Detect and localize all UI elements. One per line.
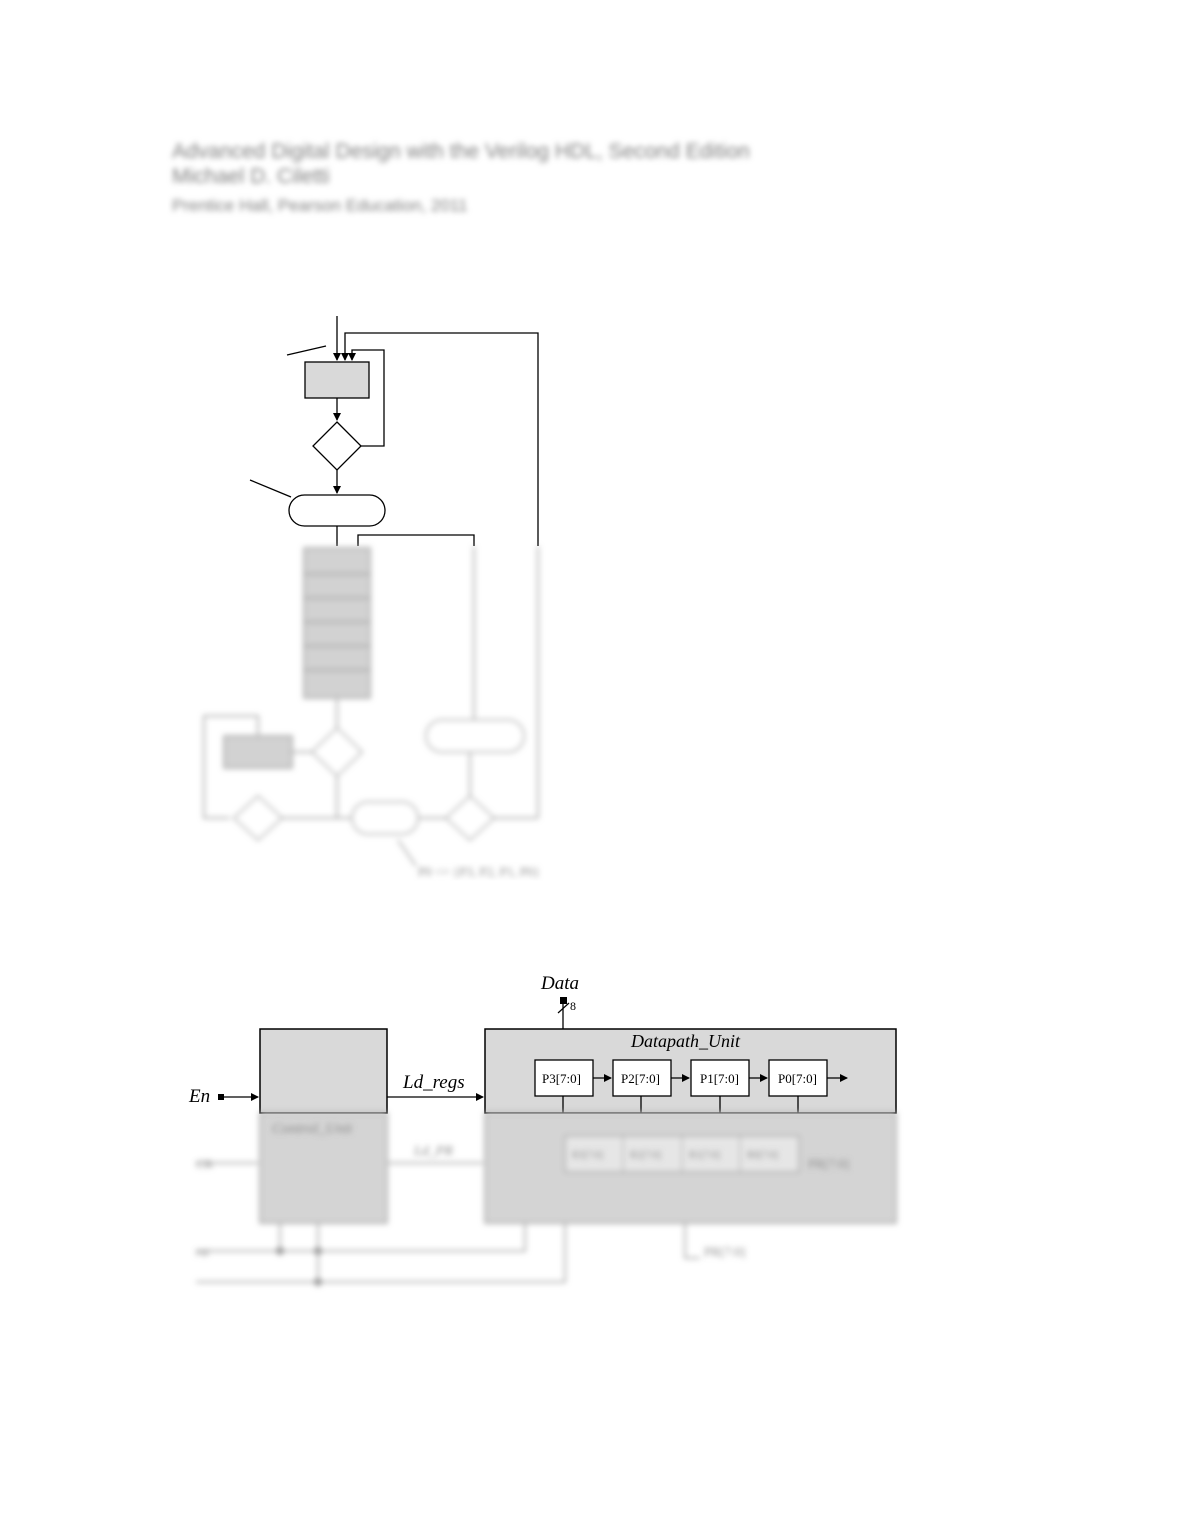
leader-line-mid — [249, 479, 292, 498]
output-oval-bottom — [351, 801, 419, 835]
clk-label: Clk — [196, 1157, 213, 1171]
en-input-port — [218, 1094, 224, 1100]
output-line — [684, 1223, 700, 1259]
bus-width-label: 8 — [570, 999, 576, 1013]
pr-bit-r1: R1[7:0] — [689, 1150, 720, 1161]
register-p2-label: P2[7:0] — [621, 1071, 660, 1086]
datapath-unit-label: Datapath_Unit — [630, 1031, 741, 1051]
leader-line-top — [286, 345, 327, 356]
register-p3-label: P3[7:0] — [542, 1071, 581, 1086]
register-p1-label: P1[7:0] — [700, 1071, 739, 1086]
register-row: P3[7:0] P2[7:0] P1[7:0] P0[7:0] — [534, 1059, 848, 1113]
control-unit-box — [259, 1028, 388, 1114]
pr-bit-r0: R0[7:0] — [747, 1150, 778, 1161]
feedback-inner-line — [348, 349, 385, 447]
state-stack — [303, 547, 371, 699]
flowchart-lower-blurred — [203, 546, 539, 867]
block-diagram-lower-labels: Control_Unit Ld_PR Clk rst R3[7:0] R2[7:… — [196, 1121, 849, 1259]
pr-bit-r3: R3[7:0] — [572, 1150, 603, 1161]
decision-diamond-3 — [232, 794, 284, 842]
data-input-port — [560, 997, 567, 1004]
state-box-idle — [304, 361, 370, 399]
output-oval-right — [425, 719, 525, 753]
bus-width-slash — [557, 1002, 570, 1014]
rst-line-a — [196, 1223, 526, 1252]
feedback-outer-line — [341, 332, 539, 546]
register-p3 — [534, 1059, 594, 1097]
output-label: PR[7:0] — [704, 1244, 745, 1259]
ld-regs-label: Ld_regs — [402, 1072, 465, 1093]
ld-pr-label: Ld_PR — [413, 1144, 453, 1159]
book-publisher: Prentice Hall, Pearson Education, 2011 — [172, 196, 468, 215]
en-label: En — [188, 1086, 210, 1107]
decision-diamond — [312, 421, 362, 471]
conditional-output-oval — [288, 494, 386, 527]
block-diagram-lower-blurred — [196, 1112, 897, 1286]
rst-line-b — [196, 1223, 566, 1283]
control-unit-label: Control_Unit — [272, 1121, 353, 1137]
flowchart — [249, 316, 539, 546]
pr-out-label: PR[7:0] — [808, 1156, 849, 1171]
pr-bit-r2: R2[7:0] — [630, 1150, 661, 1161]
book-title: Advanced Digital Design with the Verilog… — [172, 140, 750, 163]
decision-diamond-2 — [310, 726, 364, 778]
flowchart-bottom-note: P0 <= {P3, P2, P1, P0} — [418, 864, 540, 879]
data-label: Data — [540, 973, 579, 994]
book-author: Michael D. Ciletti — [172, 165, 330, 188]
rst-label: rst — [196, 1245, 209, 1259]
register-p0-label: P0[7:0] — [778, 1071, 817, 1086]
decision-diamond-4 — [444, 794, 496, 842]
control-unit-box-lower — [259, 1112, 388, 1224]
loop-line-right — [357, 534, 475, 546]
state-box-left — [223, 735, 293, 769]
